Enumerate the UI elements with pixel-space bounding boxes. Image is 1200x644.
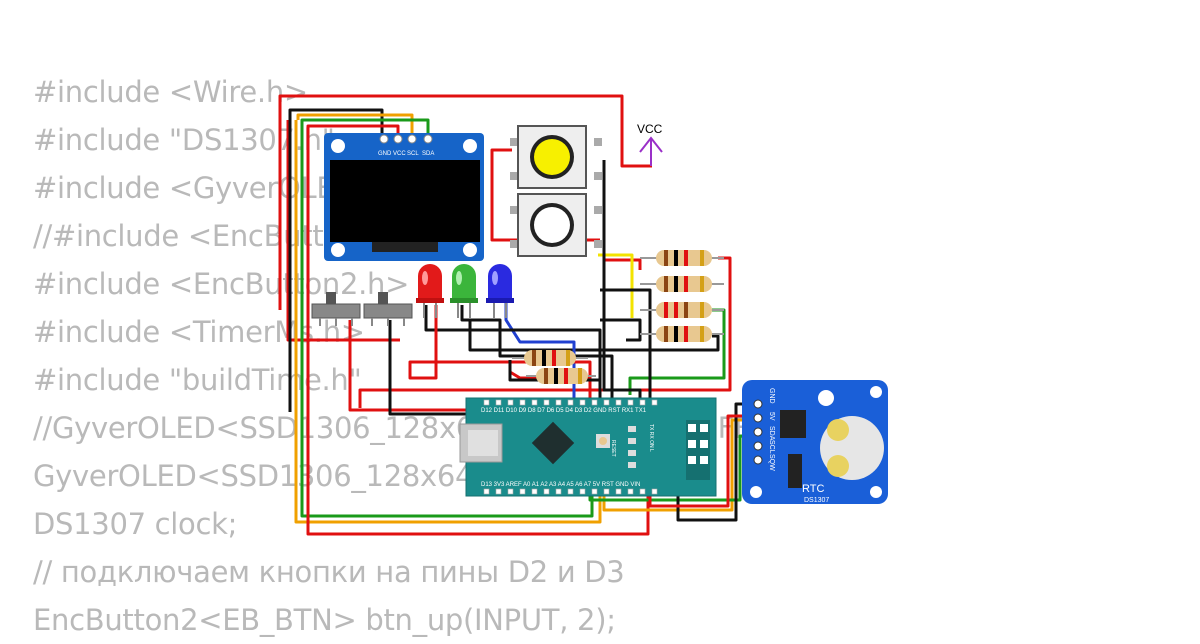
slide-switch[interactable] <box>311 292 361 326</box>
resistor[interactable] <box>640 276 724 292</box>
led-green[interactable] <box>450 264 478 318</box>
wire-black-rtc-gnd <box>676 402 750 522</box>
rtc-module[interactable]: GND 5V SDA SCL SQW RTC DS1307 <box>742 380 888 504</box>
led-red[interactable] <box>416 264 444 318</box>
resistor[interactable] <box>640 302 724 318</box>
wire-black-res-top <box>600 318 642 342</box>
wire-orange-scl <box>296 113 414 146</box>
wire-black-res2 <box>600 288 652 408</box>
oled-screen <box>330 160 480 242</box>
resistor[interactable] <box>512 350 588 366</box>
wire-black-btn <box>602 160 642 408</box>
wire-black-res <box>468 320 720 352</box>
code-line: #include <TimerMs.h> <box>33 315 365 349</box>
wire-orange-down <box>294 120 602 524</box>
rtc-pin-sda: SDA <box>768 426 775 441</box>
arrow-up-icon <box>639 136 663 153</box>
rtc-pins <box>753 399 763 465</box>
wire-red-res1 <box>604 258 642 270</box>
code-line: DS1307 clock; <box>33 507 238 541</box>
oled-display[interactable]: GND VCC SCL SDA <box>324 133 484 261</box>
arduino-nano[interactable]: D12 D11 D10 D9 D8 D7 D6 D5 D4 D3 D2 GND … <box>459 397 717 497</box>
vcc-symbol[interactable]: VCC <box>637 122 663 166</box>
code-line: #include <Wire.h> <box>33 75 308 109</box>
resistor[interactable] <box>640 250 724 266</box>
wire-red-rtc-5v <box>648 414 748 508</box>
wire-red-oled-vcc <box>306 124 650 536</box>
wire-red-vcc <box>278 94 652 310</box>
oled-pin-gnd: GND <box>378 151 392 157</box>
resistor[interactable] <box>526 368 596 384</box>
wire-black-gnd <box>288 108 384 412</box>
circuit-diagram[interactable]: VCC GND VCC SCL SDA <box>0 0 1200 630</box>
oled-pin-scl: SCL <box>407 151 419 157</box>
wire-green-down <box>300 125 594 518</box>
wire-red-switch <box>348 320 470 412</box>
nano-reset-label: RESET <box>610 440 616 457</box>
wire-black-led2 <box>460 305 614 408</box>
nano-header-pins <box>483 399 658 495</box>
resistors <box>512 250 724 384</box>
pushbutton-yellow[interactable] <box>510 125 602 189</box>
vcc-label: VCC <box>637 122 663 136</box>
rtc-pin-sqw: SQW <box>768 454 775 471</box>
oled-pin-sda: SDA <box>422 151 434 157</box>
wire-red-led1 <box>408 305 592 408</box>
slide-switch[interactable] <box>363 292 413 326</box>
rtc-title: RTC <box>802 483 824 495</box>
wire-red-res-right <box>358 256 732 408</box>
code-line: #include "buildTime.h" <box>33 363 362 397</box>
code-line: // подключаем кнопки на пины D2 и D3 <box>33 555 625 589</box>
wire-red-left <box>286 120 400 342</box>
nano-bottom-pins: D13 3V3 AREF A0 A1 A2 A3 A4 A5 A6 A7 5V … <box>481 482 640 488</box>
rtc-pin-5v: 5V <box>768 412 775 421</box>
rtc-model: DS1307 <box>804 497 829 504</box>
nano-top-pins: D12 D11 D10 D9 D8 D7 D6 D5 D4 D3 D2 GND … <box>481 408 647 414</box>
nano-led-labels: TX RX ON L <box>648 424 654 452</box>
rtc-chip <box>780 410 806 438</box>
resistor[interactable] <box>640 326 724 342</box>
wire-black-switch <box>388 320 468 416</box>
wire-green-res <box>628 308 726 395</box>
wire-black-led1 <box>424 305 602 408</box>
crystal <box>788 454 802 488</box>
oled-pin-vcc: VCC <box>393 151 406 157</box>
wire-yellow-btn <box>598 253 634 318</box>
adafruit-logo-icon <box>818 390 834 406</box>
led-blue[interactable] <box>486 264 514 318</box>
pushbutton-white[interactable] <box>510 193 602 257</box>
rtc-pin-scl: SCL <box>768 440 775 454</box>
rtc-pin-gnd: GND <box>768 388 775 404</box>
